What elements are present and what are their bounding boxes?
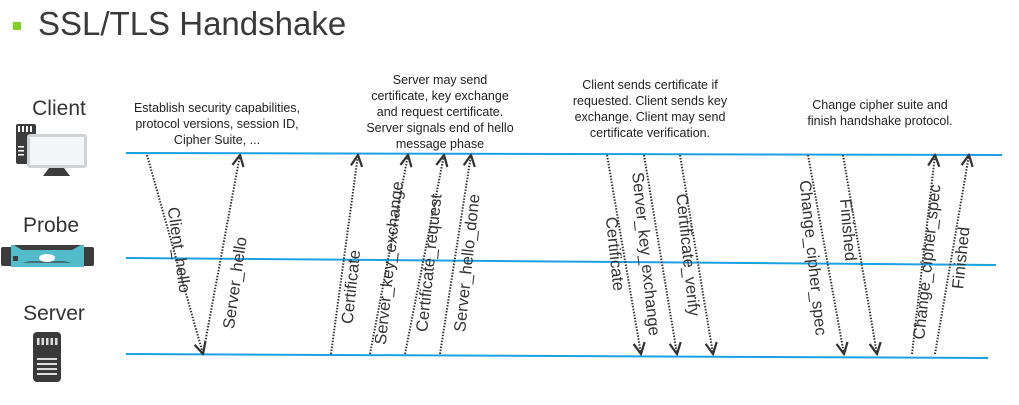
note-phase4: Change cipher suite and finish handshake…: [785, 97, 975, 129]
server-label: Server: [23, 302, 85, 325]
message-arrow: [842, 154, 877, 354]
note-phase3: Client sends certificate if requested. C…: [555, 77, 745, 141]
probe-appliance-icon: [1, 245, 94, 267]
message-arrow: [606, 154, 641, 354]
message-arrow: [911, 155, 935, 355]
client-label: Client: [32, 97, 86, 120]
note-line: exchange. Client may send: [574, 110, 726, 124]
message-label: Server_hello_done: [451, 193, 483, 333]
message-arrow: [807, 154, 844, 354]
message-label: Change_cipher_spec: [910, 183, 944, 340]
note-line: Establish security capabilities,: [133, 101, 301, 115]
probe-timeline: [125, 257, 997, 266]
message-label: Server_hello: [220, 236, 251, 330]
message-label: Finished: [836, 198, 859, 262]
message-arrow: [404, 155, 444, 355]
message-label: Certificate_verify: [672, 193, 703, 318]
message-label: Certificate_request: [413, 193, 445, 333]
note-line: Server signals end of hello: [366, 121, 514, 135]
message-label: Change_cipher_spec: [796, 179, 830, 336]
note-line: protocol versions, session ID,: [135, 117, 299, 131]
note-line: Server may send: [392, 73, 488, 87]
server-timeline: [125, 353, 989, 359]
note-phase1: Establish security capabilities, protoco…: [122, 100, 312, 148]
note-phase2: Server may send certificate, key exchang…: [345, 72, 535, 152]
note-line: requested. Client sends key: [572, 94, 728, 108]
message-arrow: [330, 155, 358, 355]
note-line: Cipher Suite, ...: [173, 133, 261, 147]
message-label: Finished: [949, 226, 973, 290]
message-arrow: [202, 155, 240, 355]
note-line: and request certificate.: [376, 105, 504, 119]
client-computer-icon: [16, 124, 87, 176]
message-label: Client_hello: [164, 206, 194, 294]
client-timeline: [125, 152, 1003, 156]
page-title: SSL/TLS Handshake: [38, 5, 347, 42]
note-line: certificate verification.: [589, 126, 711, 140]
note-line: Client sends certificate if: [582, 78, 718, 92]
note-line: Change cipher suite and: [812, 98, 948, 112]
message-label: Certificate: [602, 216, 628, 292]
message-arrow: [934, 155, 969, 355]
probe-label: Probe: [22, 214, 80, 237]
note-line: message phase: [395, 137, 485, 151]
message-arrow: [679, 154, 713, 354]
message-arrow: [439, 155, 471, 355]
note-line: finish handshake protocol.: [807, 114, 953, 128]
server-tower-icon: [33, 332, 61, 382]
title-bullet: [13, 22, 21, 30]
message-arrow: [369, 155, 408, 355]
note-line: certificate, key exchange: [371, 89, 509, 103]
message-arrow: [643, 154, 677, 354]
message-arrow: [146, 154, 203, 354]
message-label: Server_key_exchange: [372, 180, 407, 345]
message-label: Server_key_exchange: [628, 171, 663, 336]
